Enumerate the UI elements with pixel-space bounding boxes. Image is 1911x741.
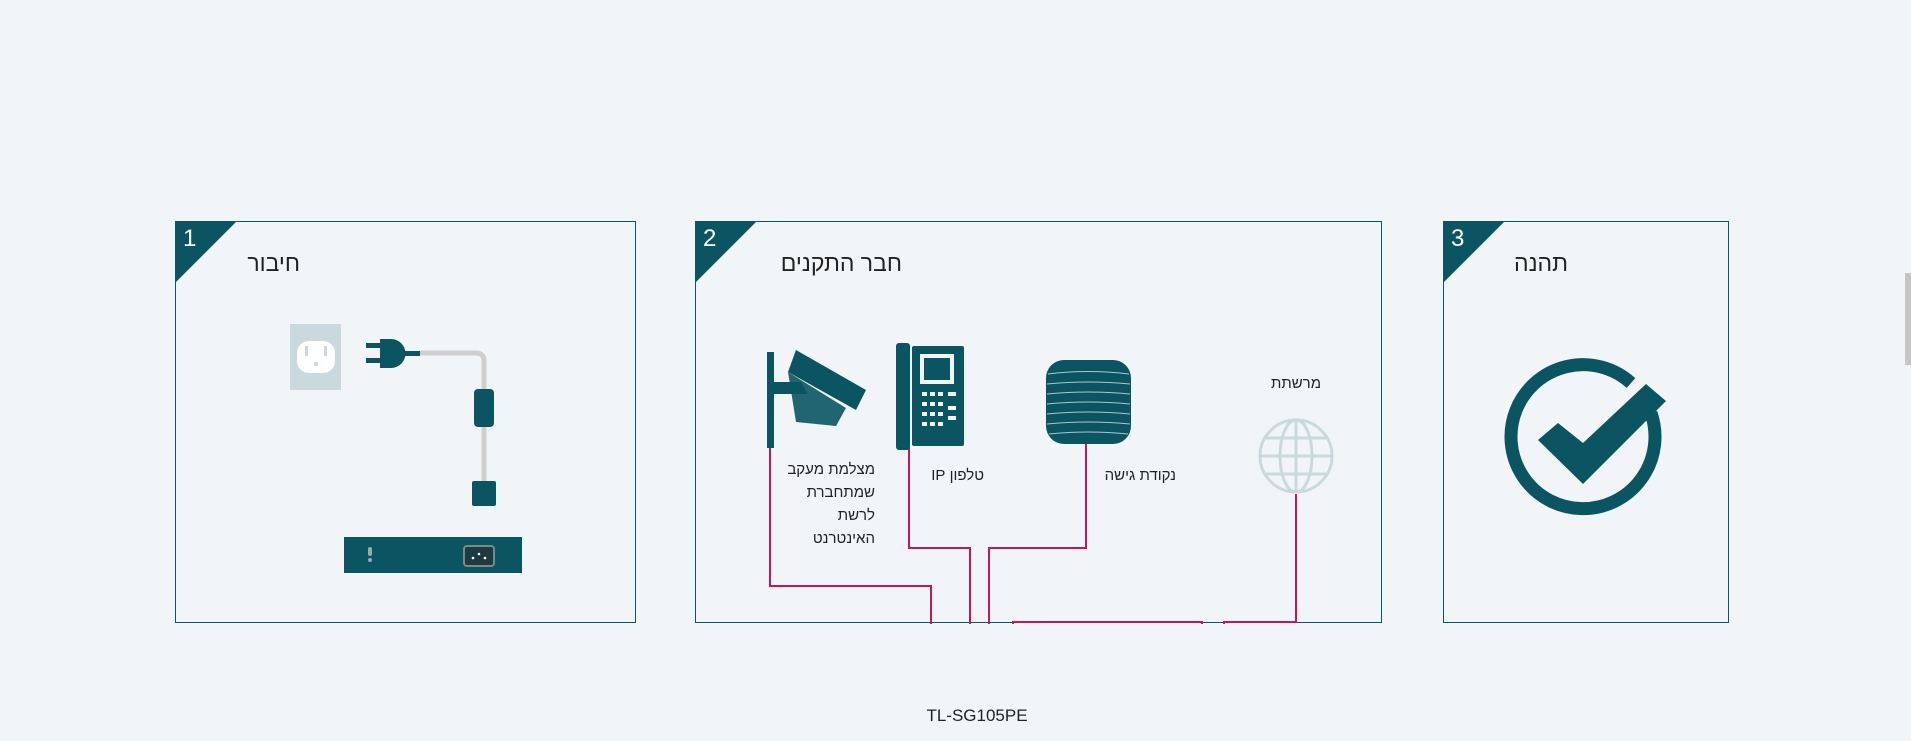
switch-model-label: TL-SG105PE [926, 706, 1028, 725]
scrollbar-thumb[interactable] [1905, 273, 1911, 365]
switch-rear-icon [344, 537, 522, 573]
step-number: 2 [703, 225, 717, 252]
checkmark-circle-icon [1504, 358, 1666, 516]
step-number-badge [1444, 222, 1504, 282]
step-1-panel: 1 חיבור [175, 221, 636, 623]
step-number-badge [696, 222, 756, 282]
camera-label-line: שמתחברת [806, 484, 875, 501]
camera-label-line: מצלמת מעקב [787, 461, 875, 478]
access-point-label: נקודת גישה [1104, 467, 1176, 484]
step-title: חבר התקנים [780, 250, 902, 276]
page-scrollbar[interactable] [1903, 0, 1911, 741]
step-title: חיבור [247, 250, 300, 276]
access-point-icon [1046, 360, 1131, 444]
step-number: 1 [183, 225, 197, 252]
camera-label: מצלמת מעקב שמתחברת לרשת האינטרנט [787, 458, 875, 550]
power-connection-illustration [290, 324, 522, 573]
security-camera-icon [767, 350, 866, 448]
step-number-badge [176, 222, 236, 282]
camera-label-line: האינטרנט [812, 530, 875, 547]
network-diagram [767, 343, 1334, 624]
ip-phone-icon [896, 343, 964, 450]
globe-icon [1258, 418, 1334, 494]
cables [769, 444, 1297, 624]
phone-label: טלפון IP [931, 467, 984, 484]
power-cord-icon [366, 339, 496, 506]
wall-outlet-icon [290, 324, 341, 390]
camera-label-line: לרשת [837, 507, 875, 524]
internet-label: מרשתת [1271, 375, 1321, 392]
step-number: 3 [1451, 225, 1465, 252]
step-2-panel: 2 חבר התקנים [695, 221, 1382, 725]
step-title: תהנה [1514, 250, 1568, 276]
step-3-panel: 3 תהנה [1443, 221, 1729, 623]
